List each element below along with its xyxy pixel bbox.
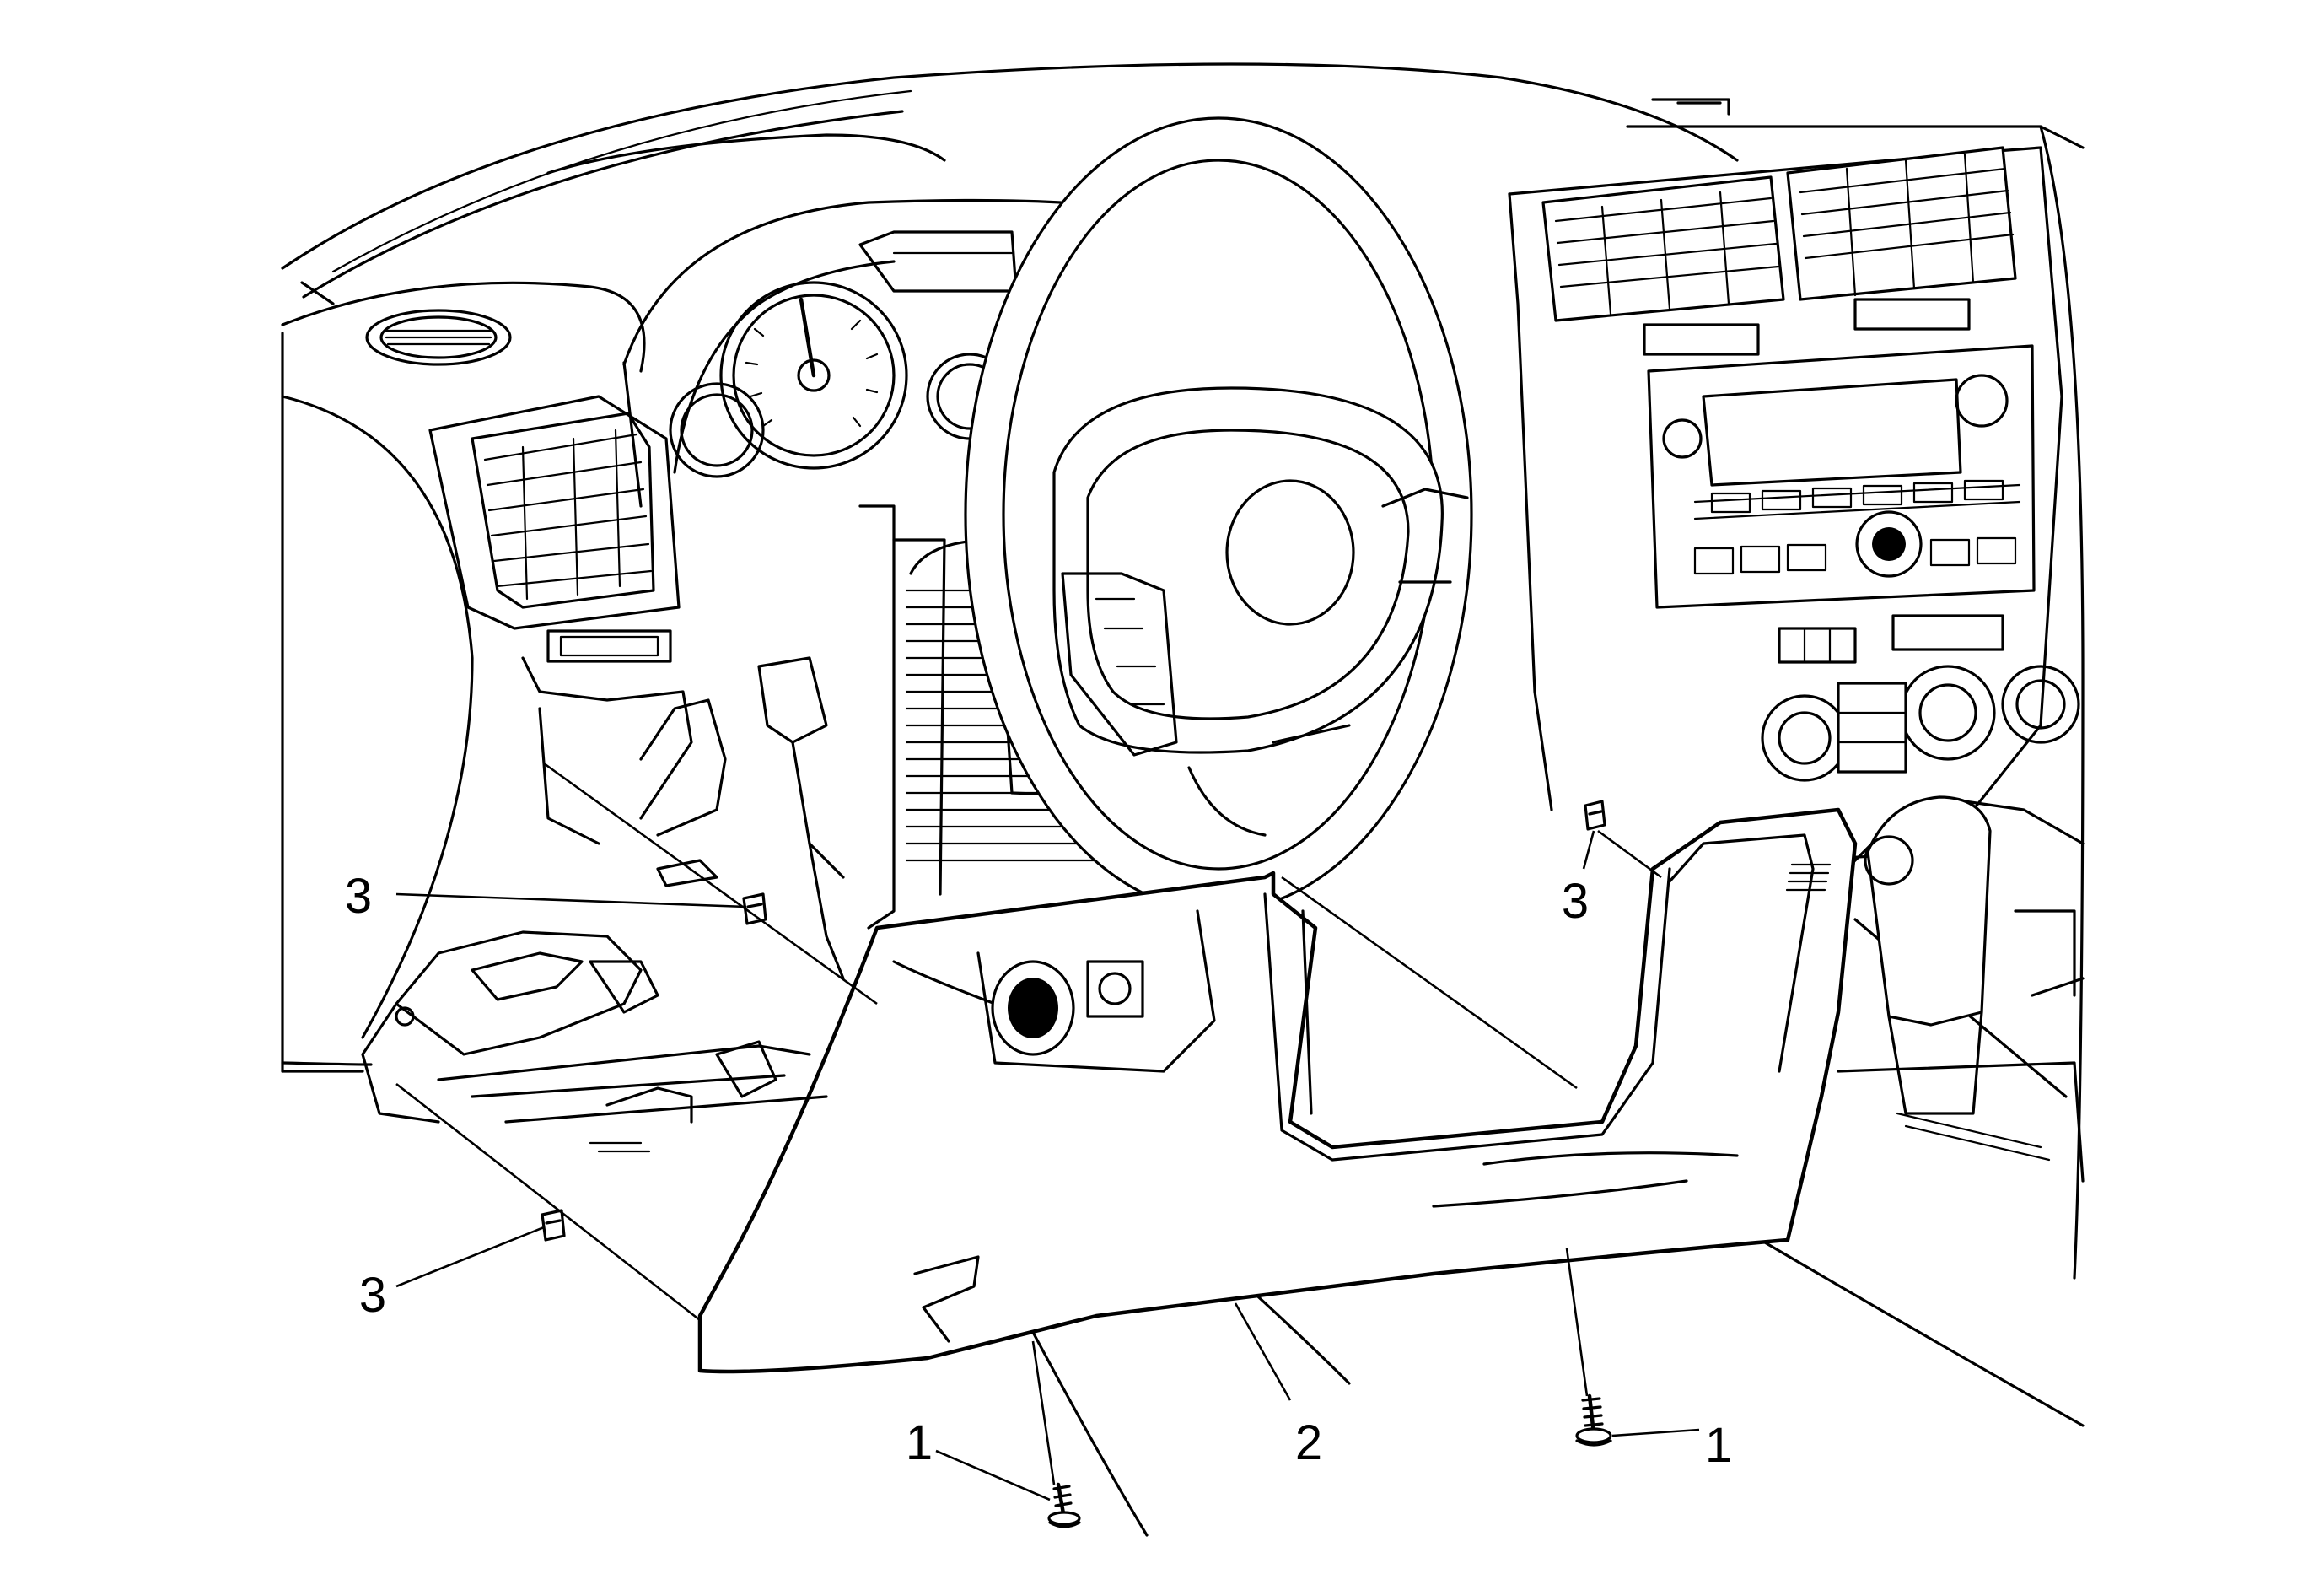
tachometer-gauge [719, 281, 908, 470]
callout-3-upper-left: 3 [345, 869, 372, 924]
fastener-right [1575, 1393, 1612, 1447]
left-rectangular-air-vent [428, 395, 681, 663]
retainer-clip-lower-left [541, 1209, 566, 1242]
callout-3-lower-left: 3 [359, 1268, 386, 1323]
callout-2-knee-bolster: 2 [1295, 1415, 1322, 1470]
callout-1-left: 1 [906, 1415, 933, 1470]
callout-leaders [395, 830, 1700, 1501]
steering-wheel [964, 116, 1473, 913]
lower-left-brackets [281, 656, 845, 1153]
center-stack [1508, 146, 2080, 871]
radio-head-unit [1647, 344, 2036, 609]
callout-3-right: 3 [1562, 874, 1589, 929]
left-round-air-vent [300, 281, 512, 366]
retainer-clip-right [1584, 800, 1606, 831]
fuel-gauge [669, 382, 765, 478]
alignment-lines [395, 762, 1662, 1485]
center-right-air-vent [1786, 146, 2017, 331]
callout-1-right: 1 [1705, 1418, 1732, 1473]
fastener-left [1047, 1482, 1081, 1528]
gear-shift-lever [1837, 795, 2085, 1183]
knee-bolster-trim-panel [697, 807, 1858, 1374]
climate-control-panel [1761, 614, 2080, 782]
center-left-air-vent [1541, 175, 1785, 356]
retainer-clip-upper-left [742, 892, 767, 925]
